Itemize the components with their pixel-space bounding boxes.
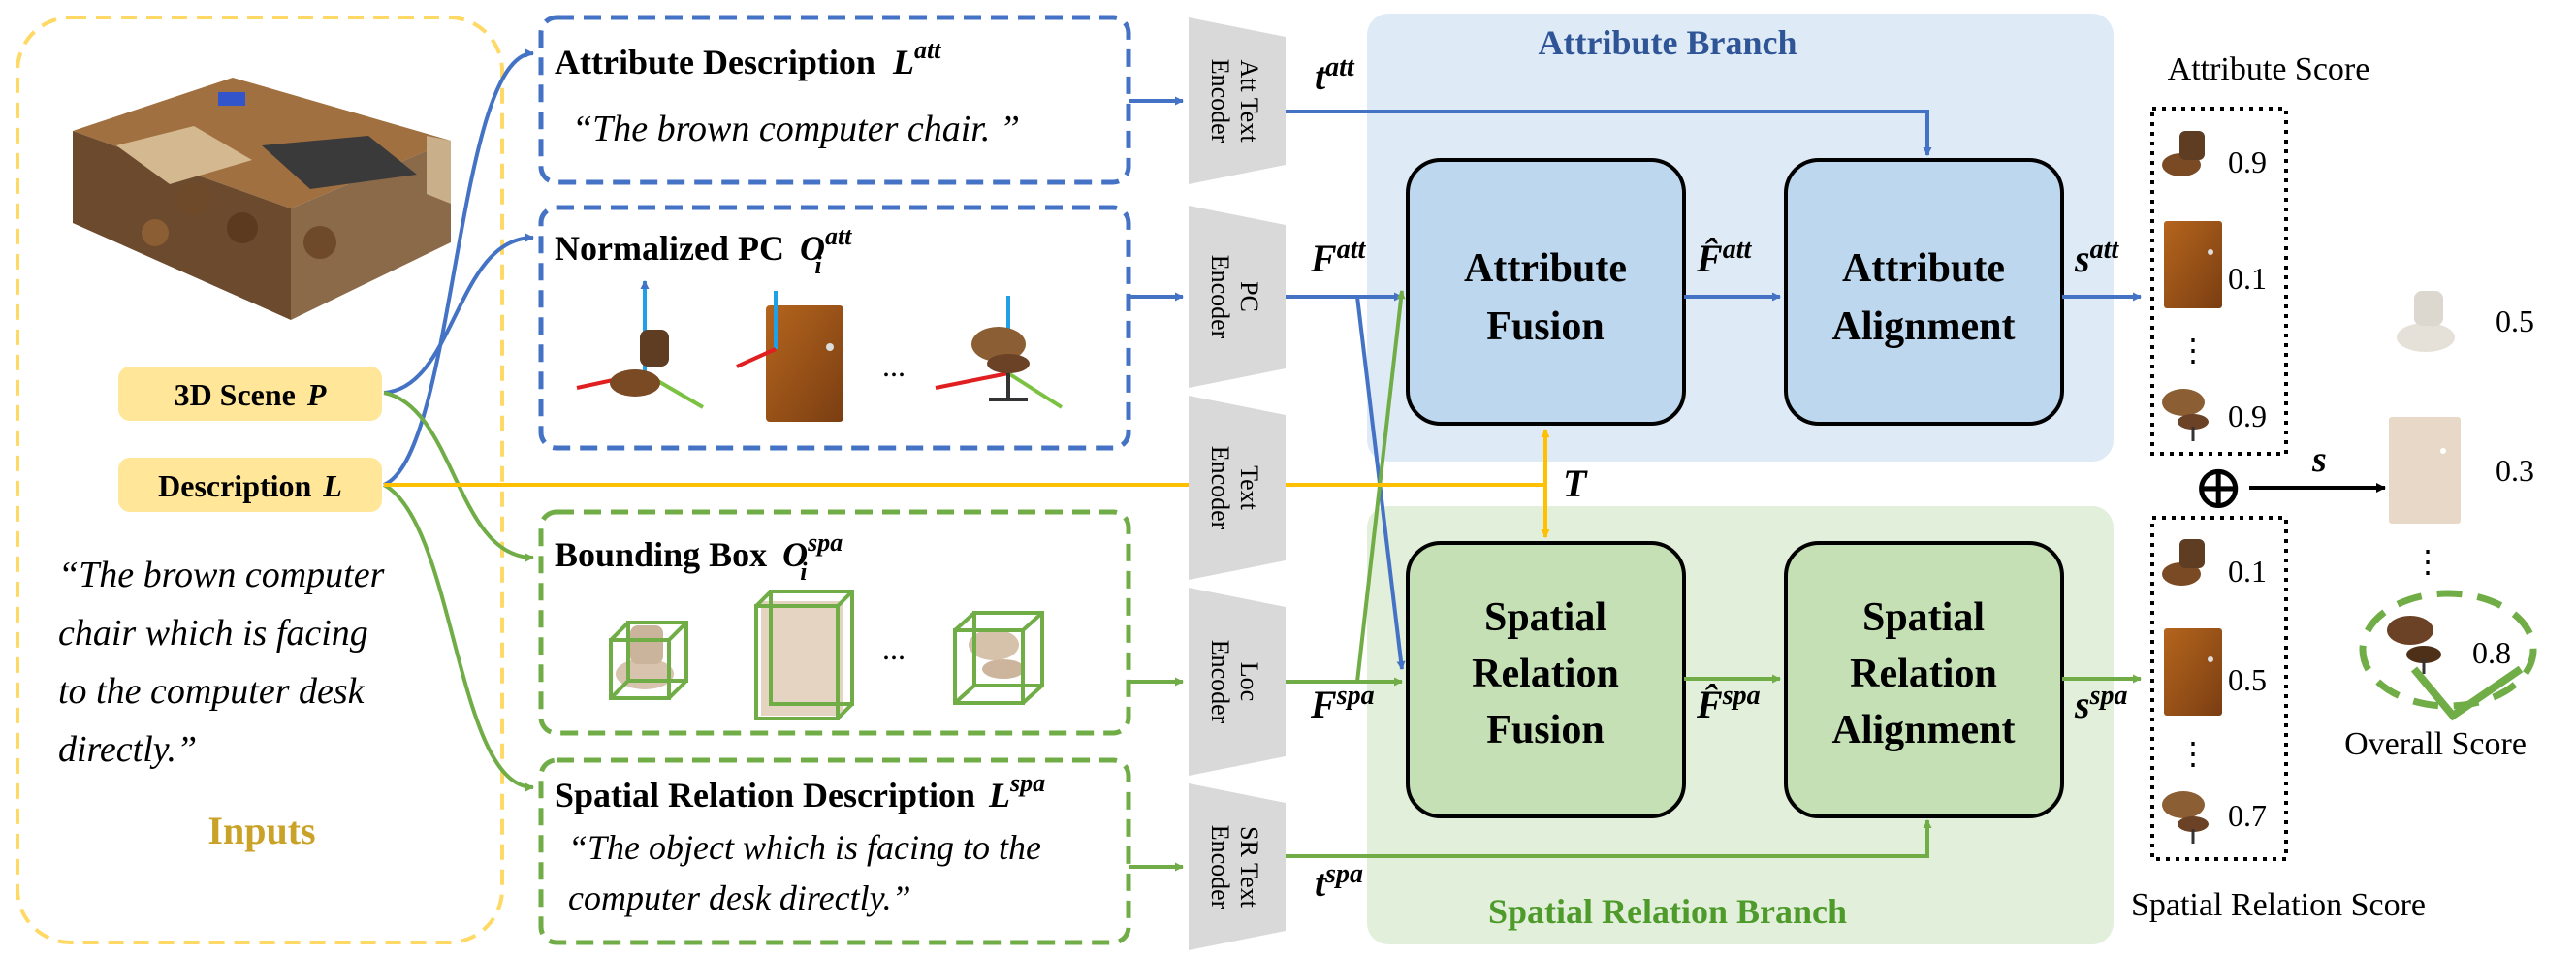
overall-check-icon [2359, 590, 2537, 721]
combine-symbol: ⊕ [2192, 453, 2244, 522]
label-s: s [2311, 439, 2327, 480]
attribute-fusion-block [1406, 158, 1686, 426]
label-f-spa: Fspa [1310, 681, 1375, 726]
spatial-score-1: 0.1 [2228, 554, 2267, 589]
arrow-desc-to-spa-desc [383, 483, 534, 792]
attribute-score-title: Attribute Score [2168, 51, 2370, 87]
arrow-f-spa-to-attr-fusion [1299, 290, 1406, 684]
sr-text-encoder: SR TextEncoder [1189, 783, 1286, 950]
inputs-title: Inputs [207, 809, 315, 852]
scene-tag [118, 367, 382, 421]
overall-thumb-chair-2 [2387, 616, 2441, 674]
attribute-score-box [2150, 107, 2288, 456]
label-f-att: Fatt [1310, 235, 1366, 280]
bbox-ellipsis: ... [882, 631, 906, 666]
spatial-description-quote: “The object which is facing to the compu… [568, 828, 1050, 917]
attribute-score-3: 0.9 [2228, 399, 2267, 433]
arrow-scene-to-norm-pc [383, 233, 534, 395]
spa-thumb-door [2164, 628, 2222, 716]
spatial-score-title: Spatial Relation Score [2131, 887, 2426, 923]
spatial-description-box [538, 757, 1131, 945]
label-t-att: tatt [1315, 52, 1355, 98]
overall-score-2: 0.3 [2496, 453, 2534, 488]
overall-score-1: 0.5 [2496, 303, 2534, 338]
spa-thumb-chair-1 [2162, 539, 2205, 586]
svg-text:Att TextEncoder: Att TextEncoder [1206, 59, 1263, 144]
arrow-desc-to-attr-desc [383, 48, 534, 487]
spatial-branch-title: Spatial Relation Branch [1488, 892, 1847, 931]
spatial-score-dots: ⋮ [2178, 736, 2209, 771]
overall-thumb-chair-1 [2397, 291, 2455, 352]
bbox-chair-2 [953, 611, 1044, 705]
attribute-score-2: 0.1 [2228, 261, 2267, 296]
scene-thumbnail [73, 78, 451, 320]
spatial-score-box [2150, 516, 2288, 861]
attribute-alignment-block [1784, 158, 2064, 426]
attr-thumb-chair-2 [2162, 389, 2209, 441]
svg-text:PCEncoder: PCEncoder [1206, 255, 1263, 339]
attribute-description-quote: “The brown computer chair. ” [572, 109, 1020, 149]
svg-text:TextEncoder: TextEncoder [1206, 446, 1263, 530]
overall-score-title: Overall Score [2344, 726, 2527, 762]
attribute-score-1: 0.9 [2228, 144, 2267, 179]
pc-chair-2 [935, 296, 1064, 409]
bbox-door [754, 590, 854, 720]
label-T: T [1563, 462, 1588, 505]
pc-encoder: PCEncoder [1189, 206, 1286, 388]
overall-score-3: 0.8 [2472, 635, 2511, 670]
attribute-score-dots: ⋮ [2178, 333, 2209, 367]
loc-encoder: LocEncoder [1189, 588, 1286, 776]
bbox-chair-1 [609, 621, 688, 700]
svg-text:SR TextEncoder: SR TextEncoder [1206, 825, 1263, 910]
attribute-branch-title: Attribute Branch [1539, 23, 1797, 62]
arrow-t-spa [1286, 819, 1932, 858]
att-text-encoder: Att TextEncoder [1189, 17, 1286, 184]
attr-thumb-door [2164, 221, 2222, 308]
pc-chair-1 [576, 280, 705, 409]
label-s-att: satt [2074, 235, 2119, 280]
attribute-description-box [538, 15, 1131, 185]
label-t-spa: tspa [1315, 859, 1363, 905]
label-f-att-hat: F̂att [1696, 235, 1752, 280]
spatial-score-2: 0.5 [2228, 662, 2267, 697]
overall-score-dots: ⋮ [2412, 544, 2443, 579]
pc-door [736, 291, 843, 422]
spa-thumb-chair-2 [2162, 791, 2209, 844]
pc-ellipsis: ... [882, 348, 906, 383]
description-tag [118, 458, 382, 512]
input-description-quote: “The brown computer chair which is facin… [58, 555, 394, 770]
text-encoder: TextEncoder [1189, 396, 1286, 580]
label-f-spa-hat: F̂spa [1696, 681, 1761, 726]
arrow-scene-to-bbox [383, 391, 534, 562]
attr-thumb-chair-1 [2162, 131, 2205, 176]
arrow-f-att-to-spa-fusion [1299, 295, 1406, 670]
spatial-score-3: 0.7 [2228, 798, 2267, 833]
label-s-spa: sspa [2074, 681, 2127, 726]
overall-thumb-door [2389, 417, 2461, 524]
arrow-t-att [1286, 110, 1932, 156]
inputs-panel [16, 16, 504, 944]
svg-text:LocEncoder: LocEncoder [1206, 640, 1263, 724]
